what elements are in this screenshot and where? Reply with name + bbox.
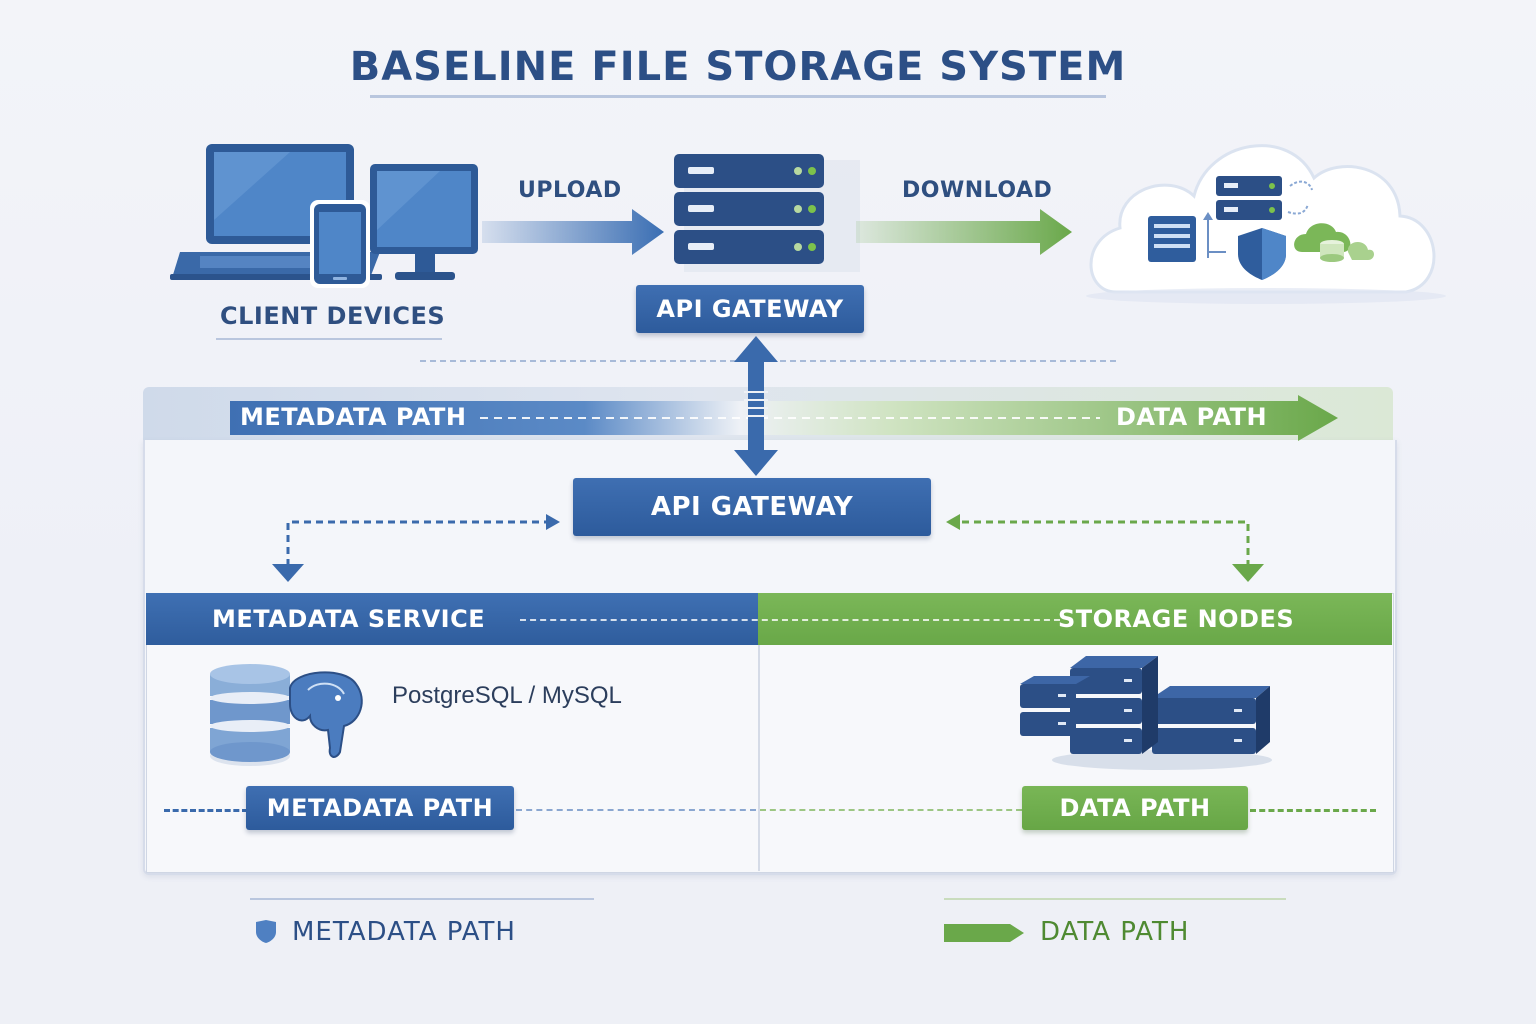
legend-metadata-rule [250, 898, 594, 900]
data-path-badge: DATA PATH [1022, 786, 1248, 830]
metadata-to-data-arrow [230, 395, 1338, 441]
upload-arrow-icon [482, 209, 664, 255]
title-underline [370, 95, 1106, 98]
database-icon [210, 664, 363, 766]
data-path-badge-label: DATA PATH [1059, 794, 1211, 822]
legend-metadata-label: METADATA PATH [292, 917, 516, 947]
legend-data-label: DATA PATH [1040, 917, 1190, 947]
legend-data-rule [944, 898, 1286, 900]
download-arrow-icon [856, 209, 1072, 255]
api-gateway-top-label: API GATEWAY [656, 295, 844, 323]
metadata-legend-shield-icon [256, 920, 276, 943]
api-gateway-middle-label: API GATEWAY [650, 492, 854, 522]
download-label: DOWNLOAD [902, 178, 1053, 203]
server-rack-icon [674, 154, 860, 272]
storage-nodes-icon [1020, 656, 1272, 770]
api-gateway-middle-box: API GATEWAY [573, 478, 931, 536]
database-label: PostgreSQL / MySQL [392, 682, 622, 709]
upload-label: UPLOAD [518, 178, 622, 203]
metadata-service-label: METADATA SERVICE [212, 605, 486, 633]
metadata-connector-arrow [272, 514, 560, 582]
services-divider [758, 645, 760, 871]
storage-nodes-label: STORAGE NODES [1058, 605, 1295, 633]
band-metadata-path-label: METADATA PATH [240, 403, 467, 431]
metadata-path-badge-label: METADATA PATH [266, 794, 494, 822]
metadata-path-badge: METADATA PATH [246, 786, 514, 830]
data-legend-arrow-icon [944, 924, 1024, 942]
cloud-storage-icon [1086, 144, 1446, 304]
api-gateway-top-box: API GATEWAY [636, 285, 864, 333]
metadata-dashed-left [164, 809, 248, 812]
bidirectional-arrow-icon [734, 336, 778, 476]
client-devices-underline [216, 338, 442, 340]
band-data-path-label: DATA PATH [1116, 403, 1268, 431]
client-devices-icon [170, 144, 478, 288]
data-dashed-right [1250, 809, 1376, 812]
data-connector-arrow [946, 514, 1264, 582]
client-devices-label: CLIENT DEVICES [220, 302, 446, 330]
metadata-dashed-right [516, 809, 756, 811]
data-dashed-left [760, 809, 1022, 811]
page-title: BASELINE FILE STORAGE SYSTEM [349, 44, 1127, 90]
header-dashed-line [520, 619, 1060, 621]
